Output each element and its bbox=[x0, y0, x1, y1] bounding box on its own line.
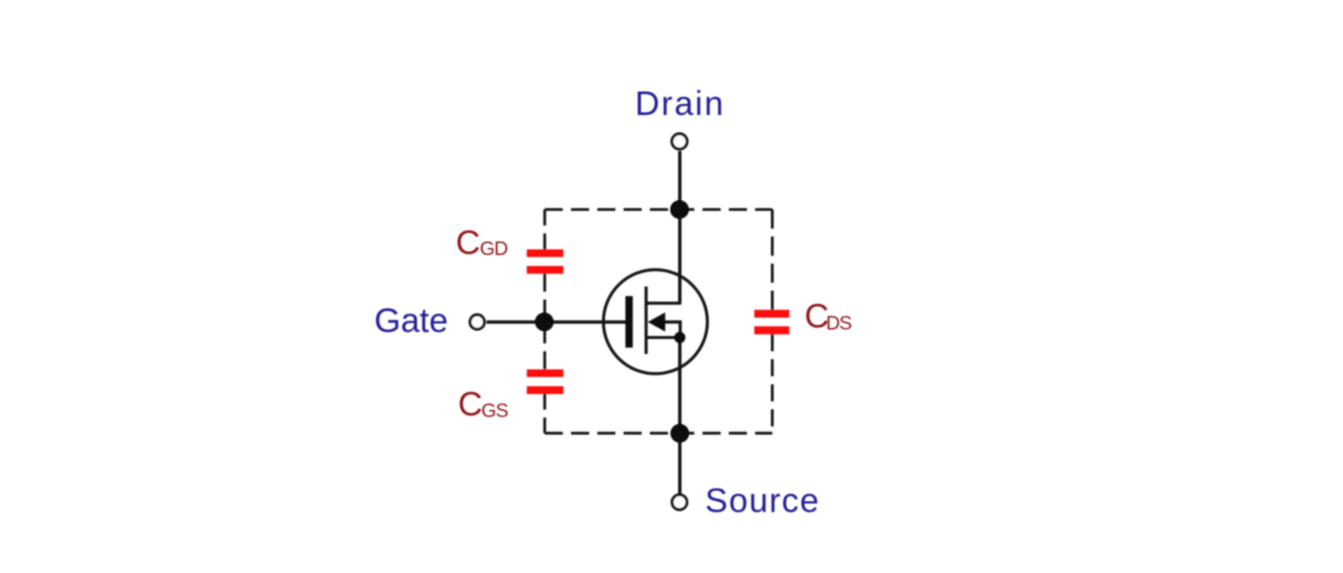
svg-text:DS: DS bbox=[826, 312, 852, 334]
svg-text:GD: GD bbox=[480, 238, 508, 260]
svg-text:C: C bbox=[456, 224, 481, 262]
svg-text:Drain: Drain bbox=[635, 85, 725, 123]
svg-text:Source: Source bbox=[705, 482, 820, 520]
svg-text:Gate: Gate bbox=[374, 302, 448, 340]
svg-text:C: C bbox=[805, 298, 830, 336]
svg-text:C: C bbox=[458, 385, 483, 423]
svg-text:GS: GS bbox=[481, 400, 508, 422]
